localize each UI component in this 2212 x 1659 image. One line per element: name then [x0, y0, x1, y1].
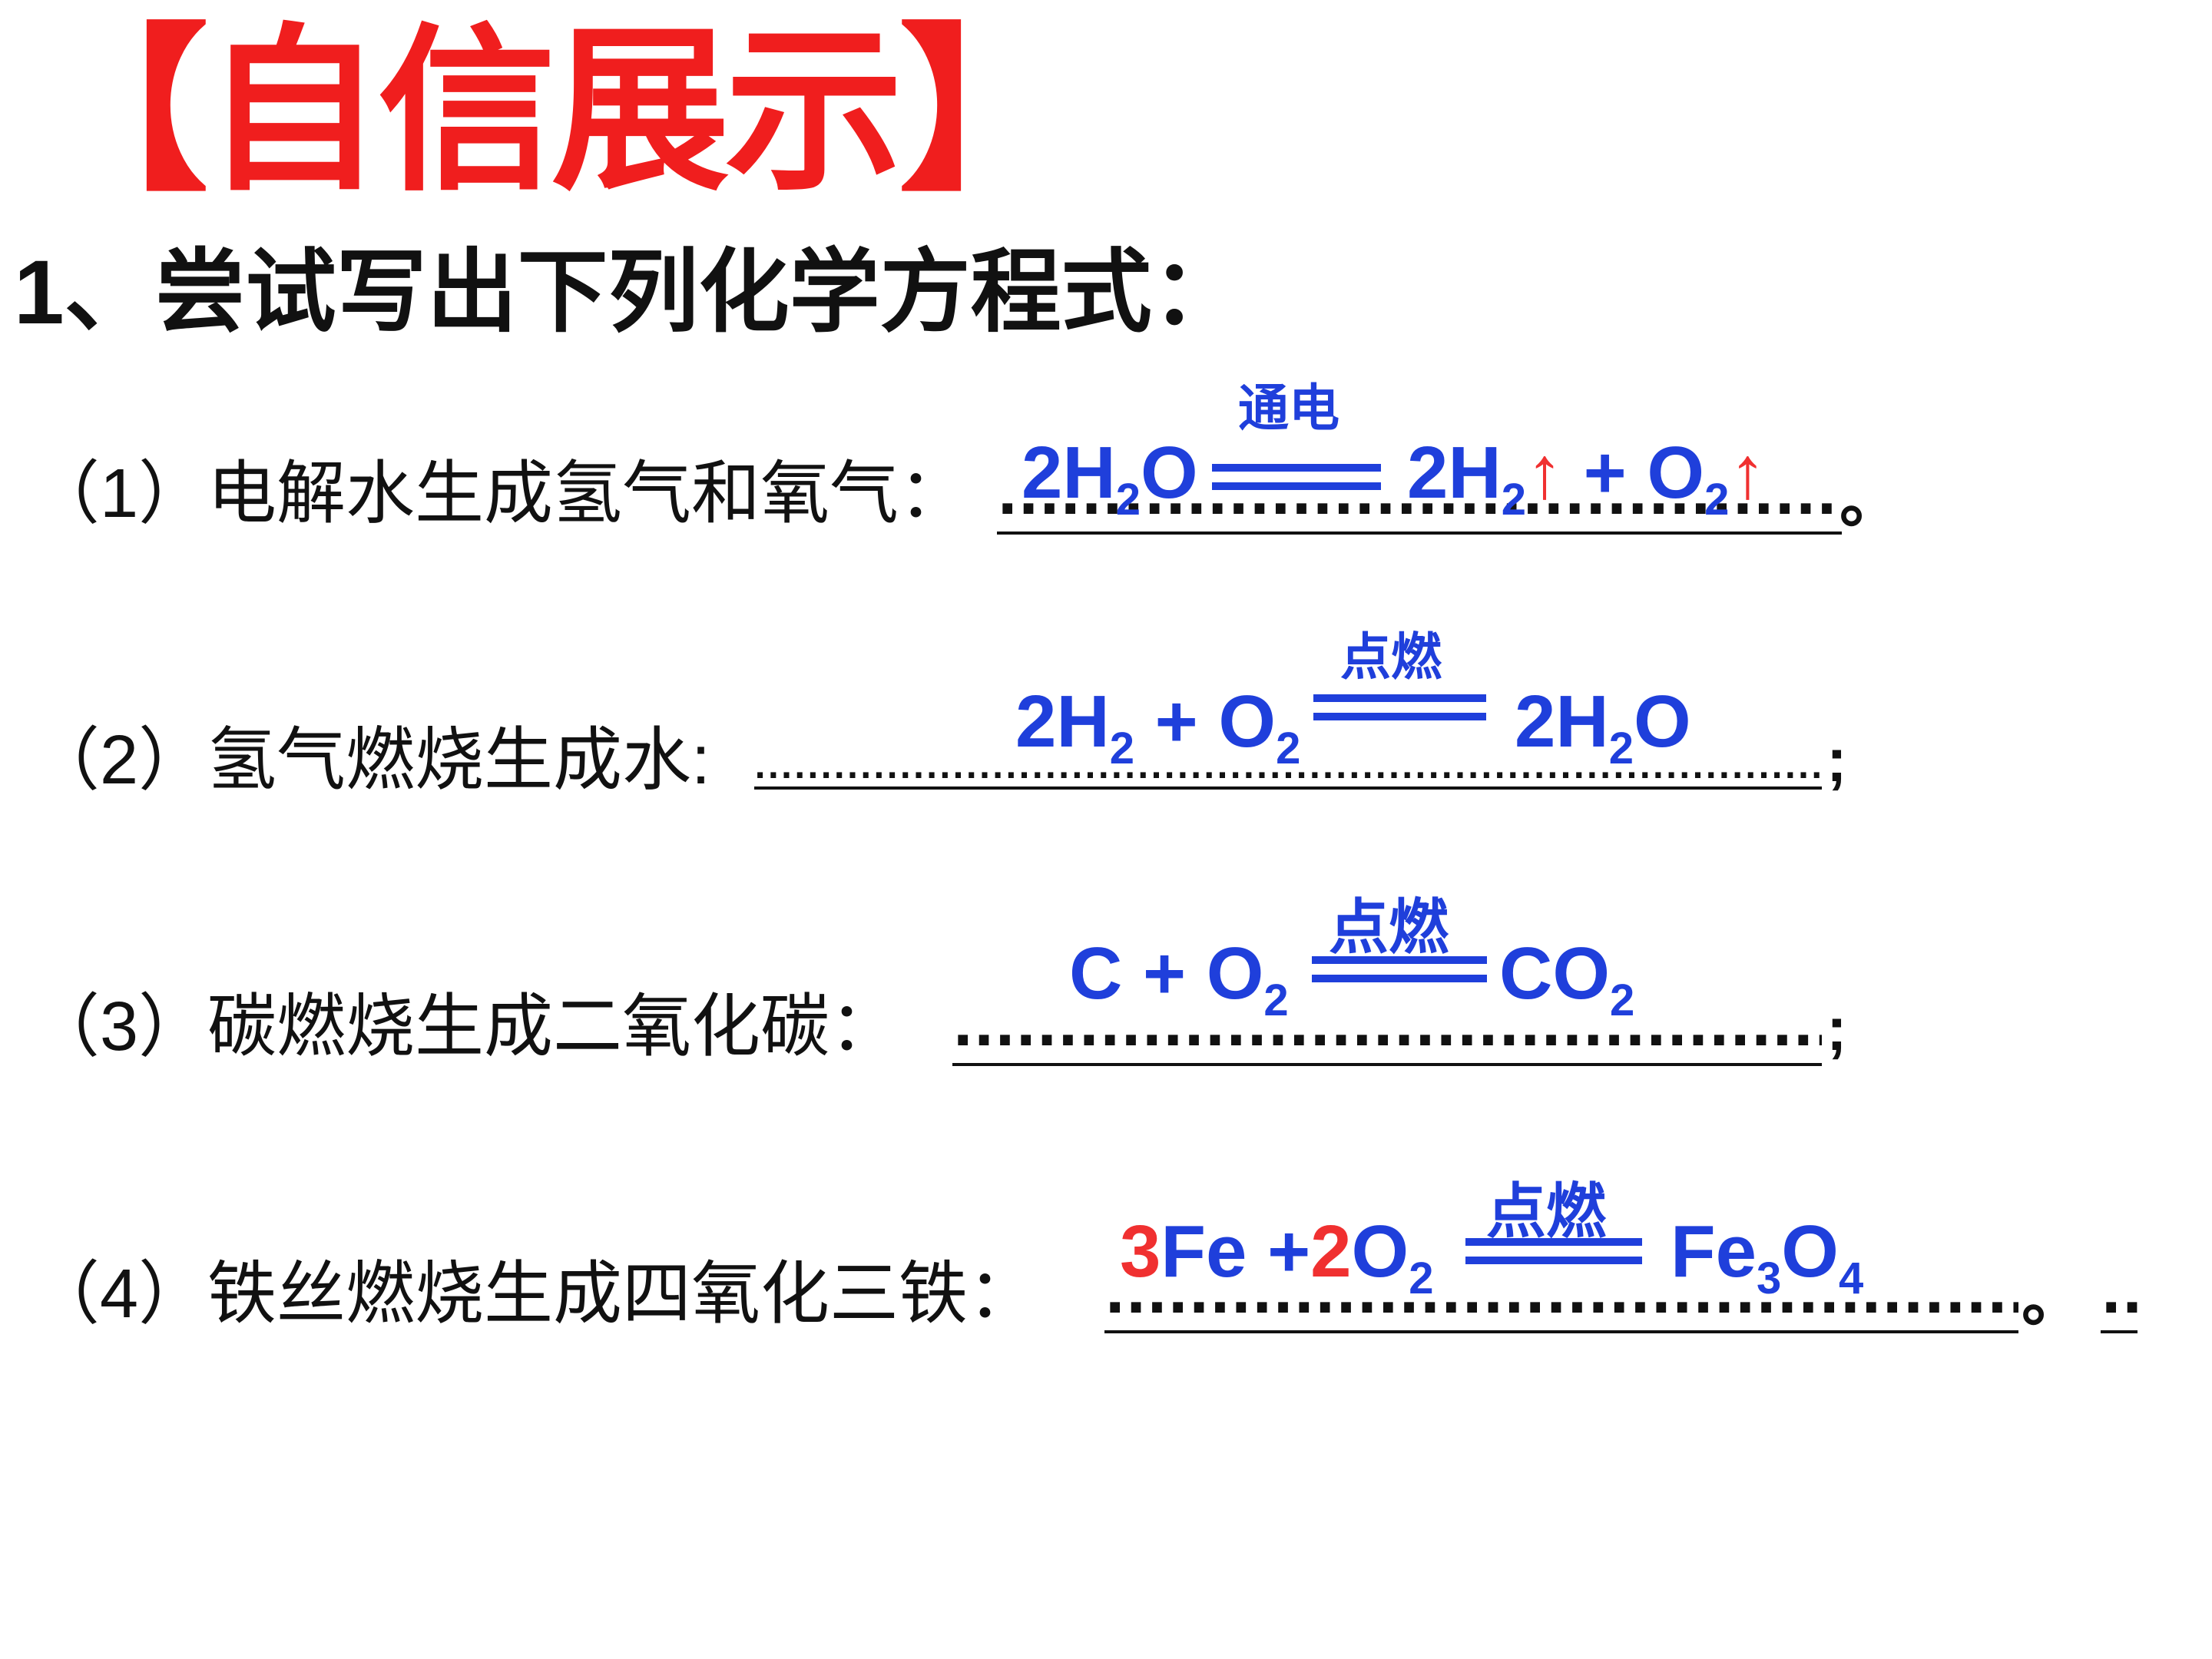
question-2-label: （2）氢气燃烧生成水: — [31, 722, 711, 799]
question-3-reactants: C + O2 — [1069, 932, 1289, 1025]
gas-arrow-2: ↑ — [1729, 432, 1767, 514]
question-2-end-mark: ; — [1826, 726, 1847, 794]
question-1-end-mark: 。 — [1839, 466, 1901, 535]
question-4-products: Fe3O4 — [1671, 1210, 1864, 1303]
question-3-condition: 点燃 — [1329, 893, 1449, 961]
question-3-end-mark: ; — [1826, 995, 1847, 1063]
question-3-products: CO2 — [1499, 932, 1635, 1025]
exercise-prompt: 1、尝试写出下列化学方程式： — [14, 242, 1243, 343]
question-1-label: （1）电解水生成氢气和氧气： — [31, 455, 969, 532]
question-2-reactants: 2H2 + O2 — [1015, 680, 1301, 773]
coefficient-3: 3 — [1120, 1210, 1161, 1293]
question-3-answer-blank: ........................................… — [952, 998, 1822, 1066]
question-4-label: （4）铁丝燃烧生成四氧化三铁： — [31, 1256, 1038, 1333]
question-2-answer-blank: ........................................… — [754, 753, 1822, 790]
question-2-equals-sign — [1313, 694, 1486, 720]
question-1-condition: 通电 — [1238, 379, 1339, 436]
question-3-equals-sign — [1312, 956, 1487, 982]
question-2-products: 2H2O — [1515, 680, 1691, 773]
question-4-equals-sign — [1465, 1238, 1642, 1264]
question-4-extra-blank: .. — [2101, 1266, 2137, 1333]
question-3-label: （3）碳燃烧生成二氧化碳： — [31, 988, 899, 1065]
question-4-answer-blank: ........................................… — [1104, 1266, 2018, 1333]
question-4-end-mark: 。 — [2022, 1265, 2083, 1333]
question-1-reactants: 2H2O — [1022, 432, 1198, 525]
question-1-equals-sign — [1212, 464, 1381, 490]
question-1-products: 2H2↑ + O2↑ — [1407, 432, 1767, 525]
slide-title: 【自信展示】 — [31, 12, 1077, 211]
question-4-reactants: 3Fe +2O2 — [1120, 1210, 1434, 1303]
question-4-condition: 点燃 — [1486, 1177, 1607, 1245]
coefficient-2: 2 — [1310, 1210, 1352, 1293]
question-1-answer-blank: ........................................… — [997, 467, 1842, 535]
gas-arrow-1: ↑ — [1525, 432, 1563, 514]
question-2-condition: 点燃 — [1340, 628, 1442, 685]
